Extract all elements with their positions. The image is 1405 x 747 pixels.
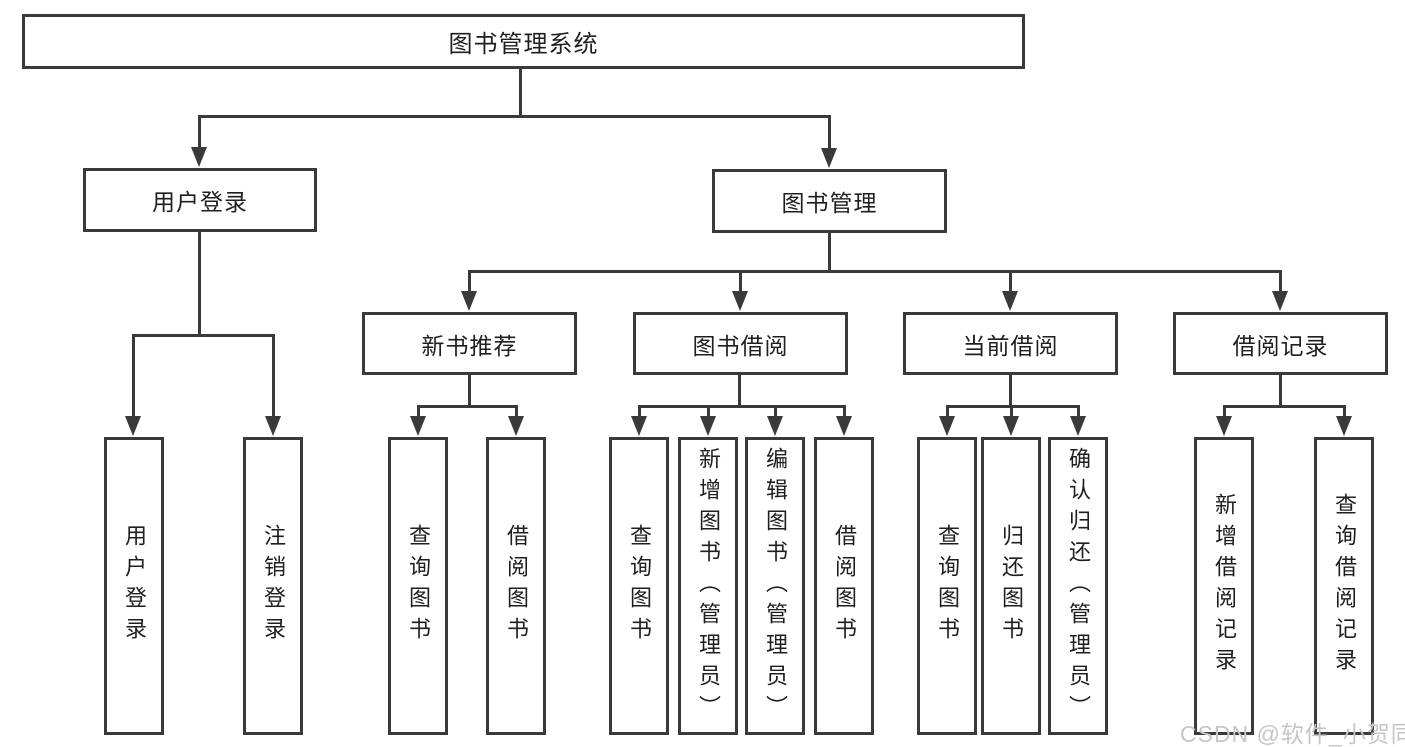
arrow-down-icon xyxy=(631,416,647,436)
leaf-label: 归还图书 xyxy=(999,524,1024,648)
arrow-down-icon xyxy=(1002,291,1018,311)
node-book-borrow: 图书借阅 xyxy=(633,312,848,375)
leaf-label: 编辑图书（管理员） xyxy=(763,446,788,726)
node-label: 图书管理 xyxy=(781,190,878,216)
leaf-return-book: 归还图书 xyxy=(981,437,1041,735)
connector-line xyxy=(1343,405,1346,420)
leaf-label: 查询借阅记录 xyxy=(1332,493,1357,679)
node-root: 图书管理系统 xyxy=(22,14,1025,69)
connector-line xyxy=(1223,405,1226,420)
arrow-down-icon xyxy=(265,416,281,436)
connector-line xyxy=(198,231,201,336)
connector-line xyxy=(468,270,471,294)
arrow-down-icon xyxy=(191,147,207,167)
arrow-down-icon xyxy=(125,416,141,436)
node-label: 当前借阅 xyxy=(962,332,1059,359)
connector-line xyxy=(1009,375,1012,407)
node-root-label: 图书管理系统 xyxy=(448,31,599,58)
connector-line xyxy=(739,270,742,294)
arrow-down-icon xyxy=(821,148,837,168)
connector-line xyxy=(198,115,201,149)
connector-line xyxy=(417,405,518,408)
leaf-label: 查询图书 xyxy=(406,524,431,648)
leaf-label: 注销登录 xyxy=(261,524,286,648)
leaf-query-books-recommend: 查询图书 xyxy=(388,437,448,735)
connector-line xyxy=(946,405,949,420)
connector-line xyxy=(707,405,710,420)
connector-line xyxy=(272,334,275,418)
leaf-logout: 注销登录 xyxy=(243,437,303,735)
node-label: 图书借阅 xyxy=(692,332,789,359)
connector-line xyxy=(515,405,518,420)
leaf-label: 借阅图书 xyxy=(832,524,857,648)
arrow-down-icon xyxy=(700,416,716,436)
connector-line xyxy=(946,405,1080,408)
leaf-query-books-borrow: 查询图书 xyxy=(609,437,669,735)
leaf-query-borrow-record: 查询借阅记录 xyxy=(1314,437,1374,735)
connector-line xyxy=(828,233,831,272)
leaf-label: 新增借阅记录 xyxy=(1212,493,1237,679)
node-user-login: 用户登录 xyxy=(83,168,317,232)
leaf-label: 借阅图书 xyxy=(504,524,529,648)
arrow-down-icon xyxy=(939,416,955,436)
connector-line xyxy=(198,115,831,118)
connector-line xyxy=(1010,405,1013,420)
leaf-add-book-admin: 新增图书（管理员） xyxy=(678,437,738,735)
arrow-down-icon xyxy=(410,416,426,436)
csdn-watermark: CSDN @软件_小贺同学 xyxy=(1180,721,1405,747)
node-label: 新书推荐 xyxy=(421,332,518,359)
leaf-edit-book-admin: 编辑图书（管理员） xyxy=(745,437,805,735)
arrow-down-icon xyxy=(1003,416,1019,436)
node-book-management: 图书管理 xyxy=(712,169,947,233)
leaf-confirm-return-admin: 确认归还（管理员） xyxy=(1048,437,1108,735)
node-current-borrow: 当前借阅 xyxy=(903,312,1118,375)
arrow-down-icon xyxy=(732,291,748,311)
node-label: 用户登录 xyxy=(152,189,248,215)
arrow-down-icon xyxy=(1216,416,1232,436)
node-label: 借阅记录 xyxy=(1232,332,1329,359)
connector-line xyxy=(132,334,275,337)
connector-line xyxy=(132,334,135,418)
connector-line xyxy=(1223,405,1346,408)
arrow-down-icon xyxy=(1336,416,1352,436)
connector-line xyxy=(1077,405,1080,420)
connector-line xyxy=(828,115,831,150)
arrow-down-icon xyxy=(1070,416,1086,436)
arrow-down-icon xyxy=(461,291,477,311)
arrow-down-icon xyxy=(508,416,524,436)
leaf-label: 用户登录 xyxy=(122,524,147,648)
connector-line xyxy=(638,405,846,408)
arrow-down-icon xyxy=(836,416,852,436)
node-new-book-recommend: 新书推荐 xyxy=(362,312,577,375)
connector-line xyxy=(774,405,777,420)
arrow-down-icon xyxy=(1272,291,1288,311)
leaf-label: 新增图书（管理员） xyxy=(696,446,721,726)
connector-line xyxy=(519,69,522,117)
leaf-query-books-current: 查询图书 xyxy=(917,437,977,735)
leaf-add-borrow-record: 新增借阅记录 xyxy=(1194,437,1254,735)
connector-line xyxy=(738,375,741,407)
leaf-borrow-books-recommend: 借阅图书 xyxy=(486,437,546,735)
arrow-down-icon xyxy=(767,416,783,436)
connector-line xyxy=(468,375,471,407)
connector-line xyxy=(417,405,420,420)
connector-line xyxy=(1279,375,1282,407)
leaf-label: 确认归还（管理员） xyxy=(1066,446,1091,726)
leaf-borrow-books: 借阅图书 xyxy=(814,437,874,735)
connector-line xyxy=(843,405,846,420)
connector-line xyxy=(638,405,641,420)
connector-line xyxy=(1009,270,1012,294)
leaf-user-login: 用户登录 xyxy=(104,437,164,735)
leaf-label: 查询图书 xyxy=(935,524,960,648)
connector-line xyxy=(1279,270,1282,294)
leaf-label: 查询图书 xyxy=(627,524,652,648)
node-borrow-records: 借阅记录 xyxy=(1173,312,1388,375)
connector-line xyxy=(468,270,1282,273)
